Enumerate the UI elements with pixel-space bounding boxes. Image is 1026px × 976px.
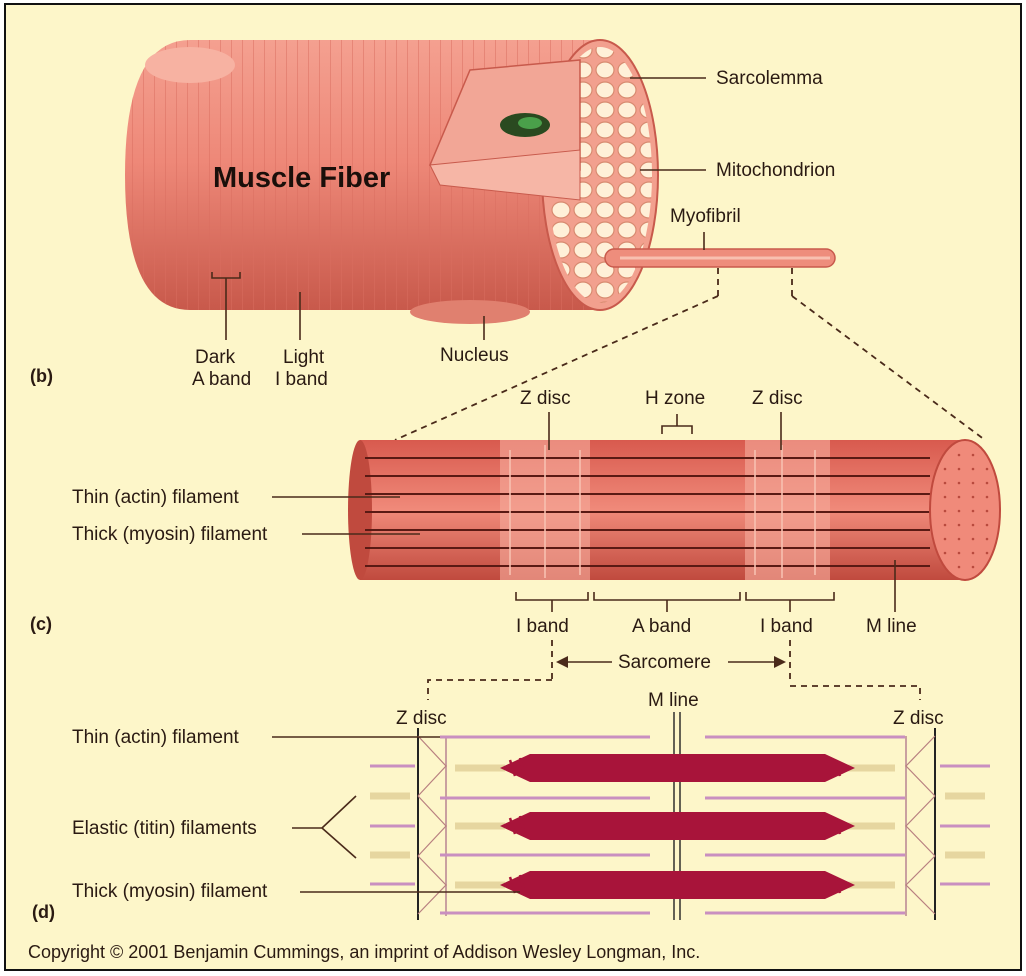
- mitochondrion-label: Mitochondrion: [716, 160, 835, 181]
- part-d-label: (d): [32, 902, 55, 922]
- z-disc-label: Z disc: [520, 388, 571, 409]
- myofibril-label: Myofibril: [670, 206, 741, 227]
- h-zone-label: H zone: [645, 388, 705, 409]
- elastic-filaments-label: Elastic (titin) filaments: [72, 818, 257, 839]
- thick-filament-label: Thick (myosin) filament: [72, 524, 268, 545]
- i-band-label: I band: [275, 369, 328, 390]
- thin-filament-label: Thin (actin) filament: [72, 727, 240, 748]
- sarcomere-label: Sarcomere: [618, 652, 711, 673]
- dark-label: Dark: [195, 347, 236, 368]
- z-disc-label: Z disc: [752, 388, 803, 409]
- copyright-text: Copyright © 2001 Benjamin Cummings, an i…: [28, 942, 700, 962]
- i-band-label: I band: [760, 616, 813, 637]
- z-disc-label: Z disc: [396, 708, 447, 729]
- muscle-fiber-title: Muscle Fiber: [213, 162, 390, 194]
- i-band-label: I band: [516, 616, 569, 637]
- m-line-label: M line: [648, 690, 699, 711]
- z-disc-label: Z disc: [893, 708, 944, 729]
- thin-filament-label: Thin (actin) filament: [72, 487, 240, 508]
- a-band-label: A band: [192, 369, 251, 390]
- thick-filament-label: Thick (myosin) filament: [72, 881, 268, 902]
- sarcolemma-label: Sarcolemma: [716, 68, 823, 89]
- a-band-label: A band: [632, 616, 691, 637]
- nucleus-label: Nucleus: [440, 345, 509, 366]
- myofibril-illustration: [348, 440, 1000, 580]
- light-label: Light: [283, 347, 325, 368]
- m-line-label: M line: [866, 616, 917, 637]
- part-c-label: (c): [30, 614, 52, 634]
- part-b-label: (b): [30, 366, 53, 386]
